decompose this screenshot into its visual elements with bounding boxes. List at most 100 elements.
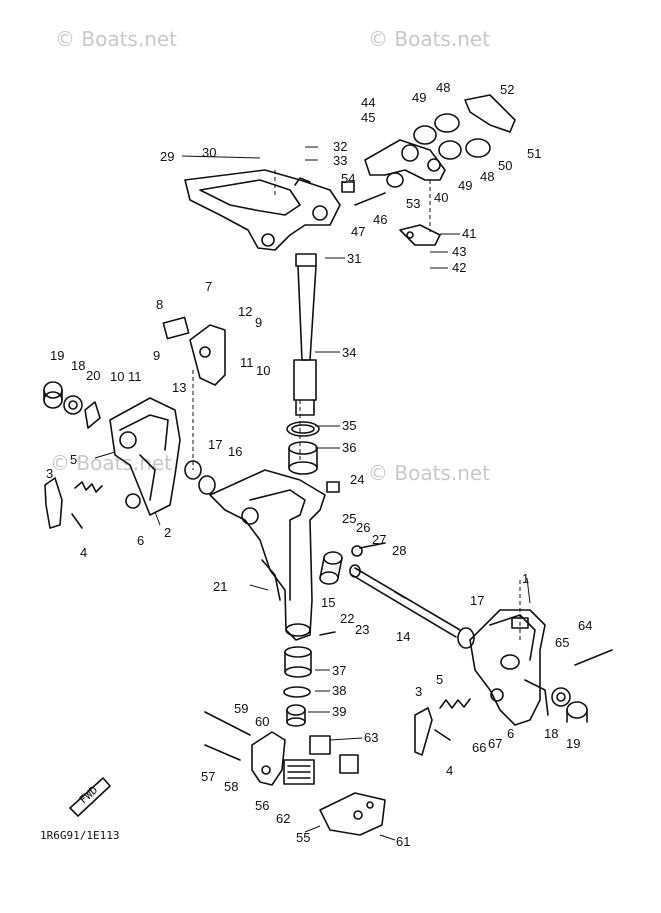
collar-53 — [386, 172, 404, 188]
long-bolt-59 — [204, 711, 251, 736]
callout-43: 43 — [452, 244, 466, 259]
callout-23: 23 — [355, 622, 369, 637]
fwd-label: FWD — [77, 784, 100, 807]
callout-20: 20 — [86, 368, 100, 383]
callout-14: 14 — [396, 629, 410, 644]
callout-39: 39 — [332, 704, 346, 719]
callout-46: 46 — [373, 212, 387, 227]
o-ring-17-right — [457, 627, 475, 649]
callout-34: 34 — [342, 345, 356, 360]
bushing-19-left — [43, 381, 63, 409]
spring-5-right — [439, 698, 471, 709]
bushing-6-right — [490, 688, 504, 702]
callout-8: 8 — [156, 297, 163, 312]
callout-5: 5 — [436, 672, 443, 687]
bracket-62 — [283, 759, 315, 785]
grease-nipple-20 — [84, 401, 101, 429]
watermark: © Boats.net — [50, 451, 172, 475]
callout-9: 9 — [255, 315, 262, 330]
callout-32: 32 — [333, 139, 347, 154]
callout-1: 1 — [522, 571, 529, 586]
callout-5: 5 — [70, 452, 77, 467]
callout-4: 4 — [80, 545, 87, 560]
bushing-39 — [286, 704, 306, 727]
callout-52: 52 — [500, 82, 514, 97]
callout-17: 17 — [208, 437, 222, 452]
callout-48: 48 — [436, 80, 450, 95]
tilt-lever-3-right — [414, 707, 433, 756]
callout-13: 13 — [172, 380, 186, 395]
bushing-37 — [284, 646, 312, 678]
callout-63: 63 — [364, 730, 378, 745]
bracket-7 — [189, 324, 226, 386]
pin-24 — [326, 481, 340, 493]
clamp-bracket-starboard-1 — [469, 609, 549, 726]
callout-31: 31 — [347, 251, 361, 266]
callout-49: 49 — [412, 90, 426, 105]
callout-40: 40 — [434, 190, 448, 205]
callout-48: 48 — [480, 169, 494, 184]
callout-10: 10 — [110, 369, 124, 384]
callout-61: 61 — [396, 834, 410, 849]
cushion-8 — [162, 316, 190, 340]
callout-44: 44 — [361, 95, 375, 110]
callout-19: 19 — [50, 348, 64, 363]
callout-2: 2 — [164, 525, 171, 540]
stopper-54 — [341, 181, 355, 193]
callout-18: 18 — [544, 726, 558, 741]
callout-54: 54 — [341, 171, 355, 186]
callout-28: 28 — [392, 543, 406, 558]
callout-53: 53 — [406, 196, 420, 211]
callout-57: 57 — [201, 769, 215, 784]
callout-15: 15 — [321, 595, 335, 610]
callout-26: 26 — [356, 520, 370, 535]
callout-30: 30 — [202, 145, 216, 160]
plate-61 — [319, 792, 386, 836]
callout-11: 11 — [240, 355, 254, 370]
spring-48 — [434, 113, 491, 158]
steering-shaft-34 — [293, 253, 317, 416]
callout-11: 11 — [128, 369, 142, 384]
fwd-arrow — [69, 777, 111, 817]
callout-47: 47 — [351, 224, 365, 239]
callout-58: 58 — [224, 779, 238, 794]
bolt-4-right — [434, 729, 451, 741]
callout-51: 51 — [527, 146, 541, 161]
bolt-28 — [359, 542, 386, 549]
bracket-41 — [399, 224, 441, 246]
callout-19: 19 — [566, 736, 580, 751]
clamp-bracket-port-2 — [109, 397, 181, 516]
bolt-57 — [204, 744, 241, 761]
callout-7: 7 — [205, 279, 212, 294]
tiller-mount-housing-40 — [364, 139, 446, 181]
callout-6: 6 — [507, 726, 514, 741]
callout-4: 4 — [446, 763, 453, 778]
callout-16: 16 — [228, 444, 242, 459]
callout-10: 10 — [256, 363, 270, 378]
callout-3: 3 — [415, 684, 422, 699]
nut-18-left — [63, 395, 83, 415]
callout-27: 27 — [372, 532, 386, 547]
callout-22: 22 — [340, 611, 354, 626]
callout-labels: 1 2 3 3 4 4 5 5 6 6 7 8 9 9 10 10 11 11 … — [46, 80, 592, 849]
callout-3: 3 — [46, 466, 53, 481]
swivel-bracket-21 — [209, 469, 326, 641]
bushing-15 — [319, 551, 343, 585]
callout-18: 18 — [71, 358, 85, 373]
callout-6: 6 — [137, 533, 144, 548]
bolt-64 — [574, 649, 613, 666]
callout-62: 62 — [276, 811, 290, 826]
callout-21: 21 — [213, 579, 227, 594]
bolt-4-left — [71, 513, 83, 529]
callout-65: 65 — [555, 635, 569, 650]
nut-18-right — [551, 687, 571, 707]
bushing-16 — [198, 475, 216, 495]
bushing-36 — [288, 441, 318, 475]
plate-50 — [464, 94, 516, 133]
diagram-code: 1R6G91/1E113 — [40, 829, 119, 842]
watermark: © Boats.net — [368, 461, 490, 485]
callout-35: 35 — [342, 418, 356, 433]
callout-29: 29 — [160, 149, 174, 164]
